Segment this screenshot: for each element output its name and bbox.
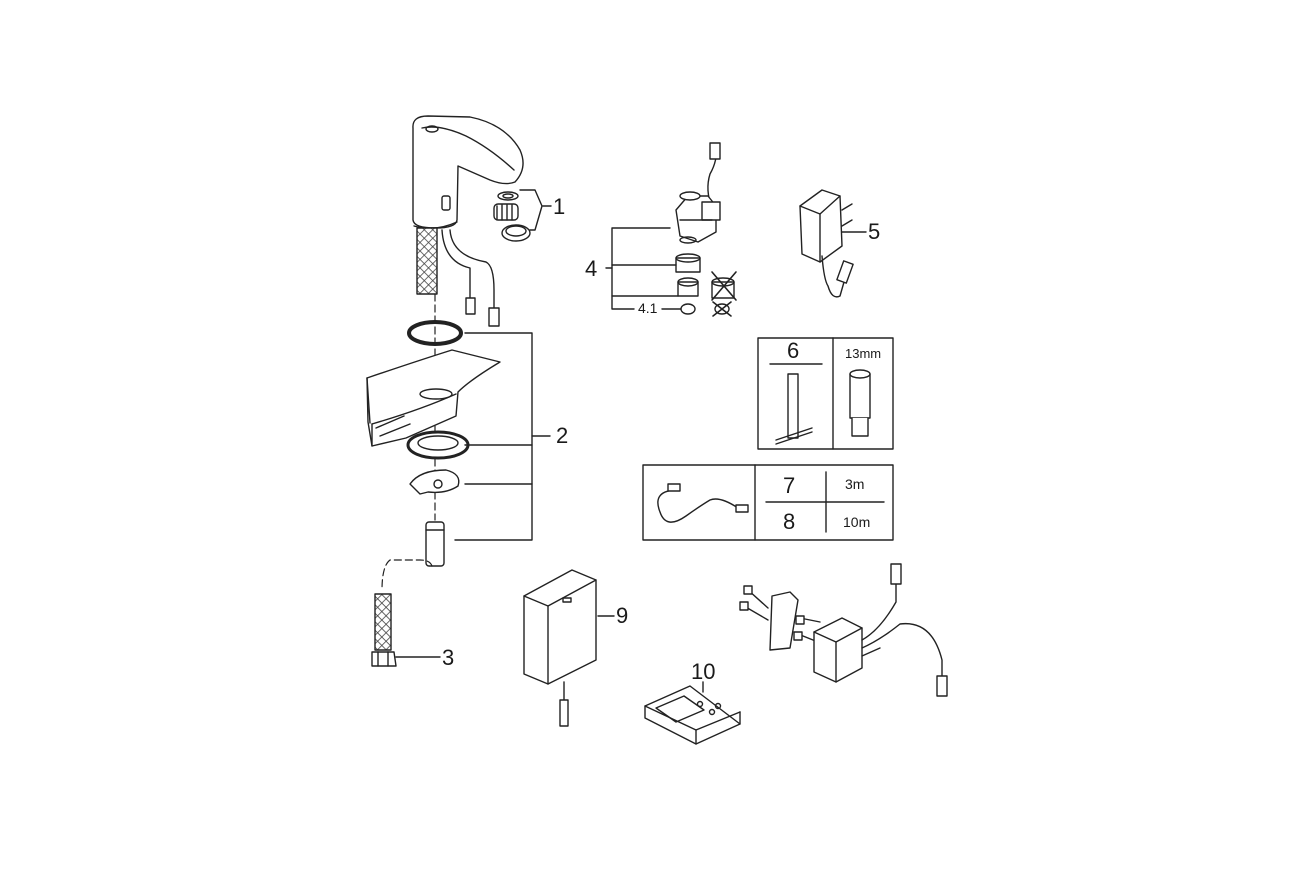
connection-hose xyxy=(374,593,392,651)
callout-9: 9 xyxy=(616,603,629,628)
aerator-parts xyxy=(493,191,531,242)
mounting-set xyxy=(366,320,501,567)
callout-3: 3 xyxy=(442,645,455,670)
callout-1: 1 xyxy=(553,194,566,219)
cable-length-7: 3m xyxy=(845,476,865,492)
callout-5: 5 xyxy=(868,219,881,244)
cable-length-8: 10m xyxy=(843,514,871,530)
callout-10: 10 xyxy=(691,659,716,684)
remote-control xyxy=(644,685,741,745)
callout-2: 2 xyxy=(556,423,569,448)
callout-4-1: 4.1 xyxy=(638,300,658,316)
callout-6: 6 xyxy=(787,338,800,363)
faucet-cable xyxy=(441,229,471,301)
faucet-braided-hose xyxy=(416,227,438,295)
key-tool xyxy=(775,373,813,445)
sensor-module xyxy=(739,563,948,697)
callout-7: 7 xyxy=(783,473,796,498)
callout-4: 4 xyxy=(585,256,598,281)
electronics-box xyxy=(523,569,597,727)
socket-tool xyxy=(849,369,871,437)
callout-8: 8 xyxy=(783,509,796,534)
solenoid-valve xyxy=(675,142,737,317)
tool-size-label: 13mm xyxy=(845,346,882,361)
power-supply-adapter xyxy=(799,189,854,298)
extension-cable xyxy=(657,489,739,523)
